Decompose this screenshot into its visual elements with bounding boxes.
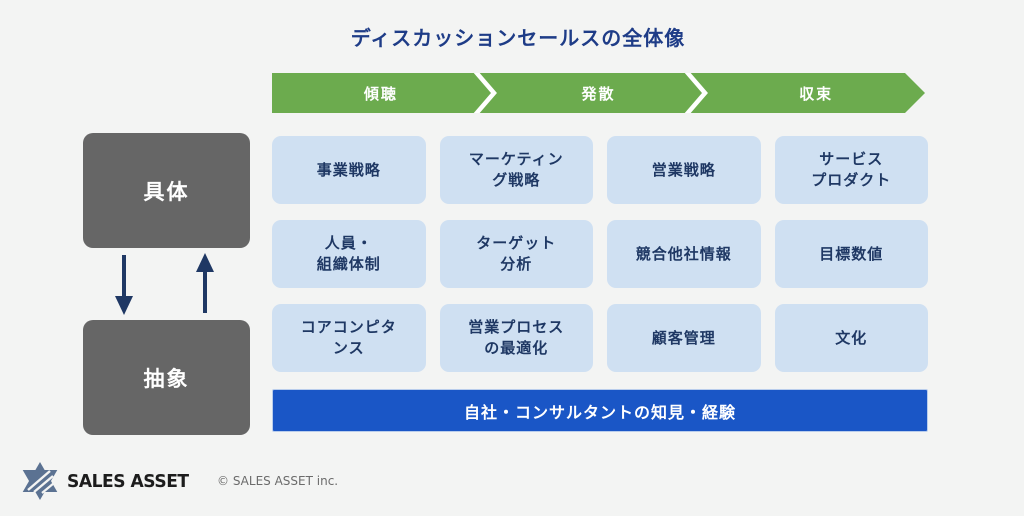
- brand-name: SALES ASSET: [67, 470, 189, 492]
- page-title: ディスカッションセールスの全体像: [350, 26, 686, 50]
- abstract-box: 抽象: [83, 320, 250, 435]
- foundation-bar: 自社・コンサルタントの知見・経験: [272, 389, 928, 432]
- stage-listening: 傾聴: [363, 84, 398, 103]
- topic-cell-competitor-info: 競合他社情報: [607, 220, 761, 288]
- topic-cell-sales-process-optimization: 営業プロセス の最適化: [439, 304, 593, 372]
- topic-cell-target-analysis: ターゲット 分析: [439, 220, 593, 288]
- topic-cell-target-numbers: 目標数値: [774, 220, 928, 288]
- concrete-box: 具体: [83, 133, 250, 248]
- topic-cell-business-strategy: 事業戦略: [272, 136, 426, 204]
- foundation-label: 自社・コンサルタントの知見・経験: [463, 402, 736, 422]
- sales-asset-logo-icon: [22, 462, 58, 500]
- topic-cell-core-competence: コアコンピタ ンス: [272, 304, 426, 372]
- topic-cell-service-product: サービス プロダクト: [774, 136, 928, 204]
- topic-cell-customer-management: 顧客管理: [607, 304, 761, 372]
- stage-convergence: 収束: [799, 84, 834, 103]
- topic-cell-sales-strategy: 営業戦略: [607, 136, 761, 204]
- abstract-label: 抽象: [143, 366, 190, 391]
- concrete-label: 具体: [143, 179, 190, 204]
- stage-divergence: 発散: [581, 84, 616, 103]
- copyright-text: © SALES ASSET inc.: [217, 474, 339, 488]
- bidirectional-arrows-icon: [115, 253, 214, 315]
- topic-cell-marketing-strategy: マーケティン グ戦略: [439, 136, 593, 204]
- topic-grid: 事業戦略 マーケティン グ戦略 営業戦略 サービス プロダクト 人員・ 組織体制…: [272, 136, 928, 372]
- topic-cell-personnel-organization: 人員・ 組織体制: [272, 220, 426, 288]
- footer-branding: SALES ASSET © SALES ASSET inc.: [20, 462, 338, 500]
- topic-cell-culture: 文化: [774, 304, 928, 372]
- process-arrow-band: 傾聴 発散 収束: [272, 73, 925, 113]
